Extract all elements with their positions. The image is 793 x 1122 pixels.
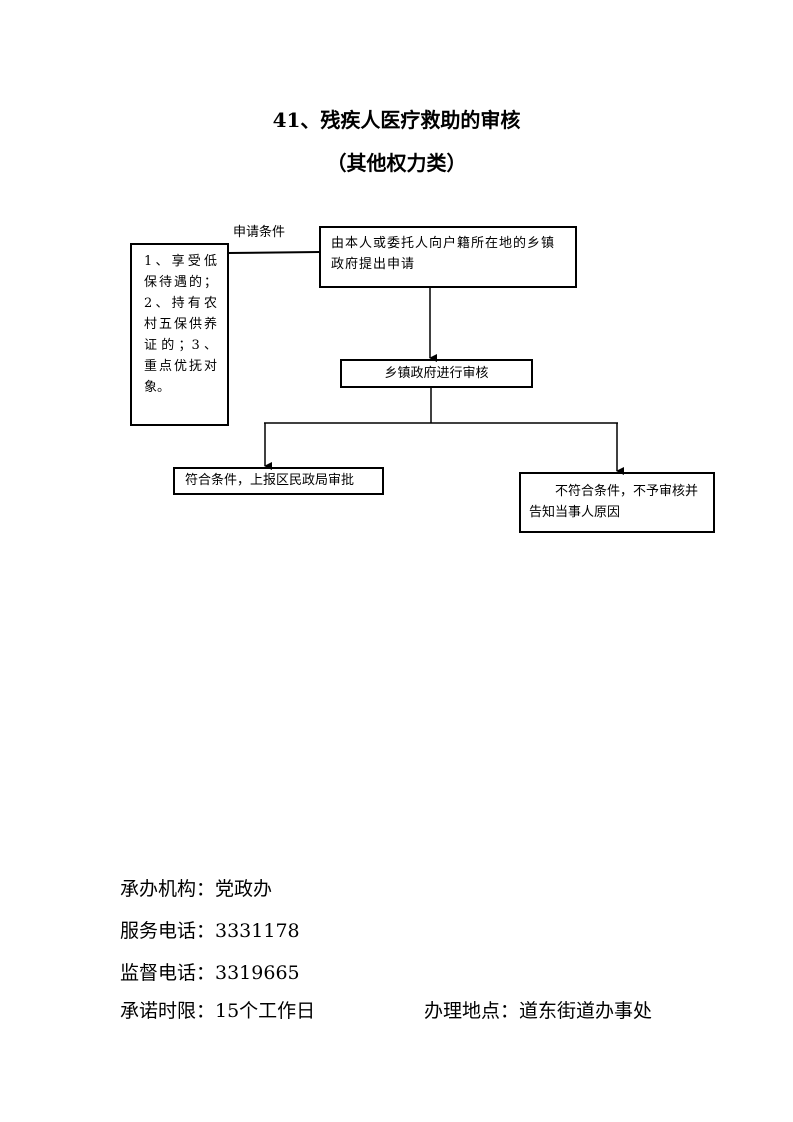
page-subtitle: （其他权力类） xyxy=(326,151,467,175)
conditions-text: 1、享受低保待遇的；2、持有农村五保供养证的；3、重点优抚对象。 xyxy=(144,254,217,395)
footer-location: 办理地点：道东街道办事处 xyxy=(424,1000,653,1022)
approve-branch-text: 符合条件，上报区民政局审批 xyxy=(185,473,355,488)
condition-label: 申请条件 xyxy=(233,225,286,240)
apply-step-box: 由本人或委托人向户籍所在地的乡镇政府提出申请 xyxy=(319,226,577,288)
review-step-box: 乡镇政府进行审核 xyxy=(340,359,533,388)
footer-time-limit: 承诺时限：15个工作日 xyxy=(120,1000,316,1022)
page-title: 41、残疾人医疗救助的审核 xyxy=(272,108,521,132)
approve-branch-box: 符合条件，上报区民政局审批 xyxy=(173,467,384,495)
apply-step-text: 由本人或委托人向户籍所在地的乡镇政府提出申请 xyxy=(331,236,556,272)
footer-supervision-phone: 监督电话：3319665 xyxy=(120,962,300,984)
reject-branch-text: 不符合条件，不予审核并告知当事人原因 xyxy=(529,484,699,520)
review-step-text: 乡镇政府进行审核 xyxy=(384,366,489,381)
reject-branch-box: 不符合条件，不予审核并告知当事人原因 xyxy=(519,472,715,533)
conditions-box: 1、享受低保待遇的；2、持有农村五保供养证的；3、重点优抚对象。 xyxy=(130,243,229,426)
footer-agency: 承办机构：党政办 xyxy=(120,878,273,900)
condition-connector xyxy=(227,251,321,254)
footer-service-phone: 服务电话：3331178 xyxy=(120,920,300,942)
